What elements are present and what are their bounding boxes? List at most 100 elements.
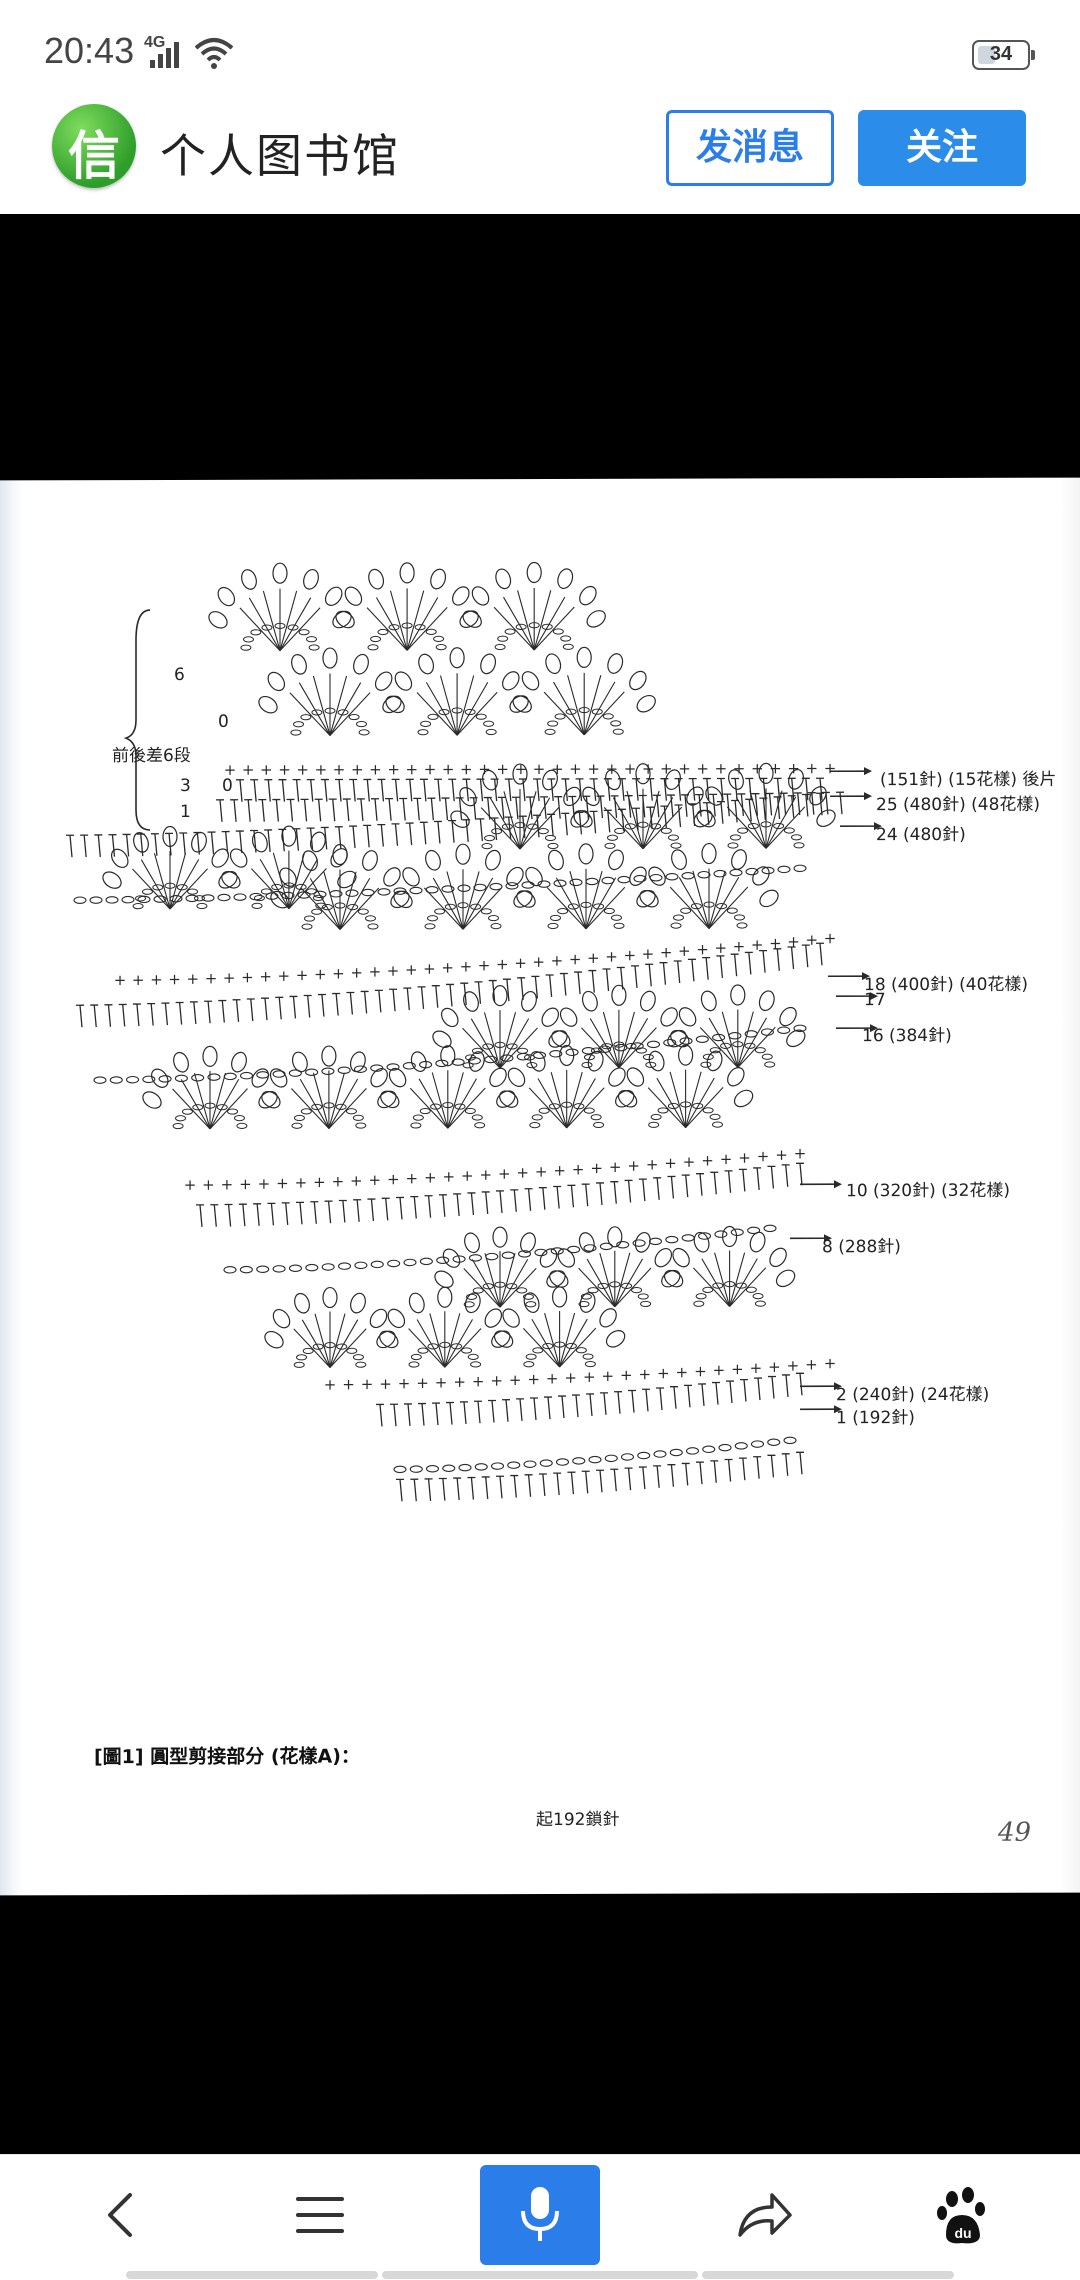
voice-input-button[interactable] <box>480 2165 600 2265</box>
svg-text:+: + <box>405 961 418 979</box>
send-message-button[interactable]: 发消息 <box>666 110 834 186</box>
left-row-label: 3 <box>180 775 191 796</box>
svg-text:+: + <box>479 1166 492 1184</box>
svg-text:+: + <box>515 760 528 778</box>
svg-text:+: + <box>696 760 709 778</box>
svg-text:+: + <box>806 759 819 777</box>
svg-text:+: + <box>720 1150 733 1168</box>
svg-text:+: + <box>627 1157 640 1175</box>
right-row-label: 10 (320針) (32花樣) <box>846 1180 1011 1202</box>
svg-text:+: + <box>423 960 436 978</box>
logo-glyph: 信 <box>67 127 120 187</box>
svg-text:+: + <box>369 963 382 981</box>
svg-text:+: + <box>624 760 637 778</box>
menu-button[interactable] <box>260 2165 380 2265</box>
svg-text:+: + <box>535 1163 548 1181</box>
svg-text:+: + <box>442 760 455 778</box>
svg-text:+: + <box>715 760 728 778</box>
svg-text:+: + <box>333 761 346 779</box>
svg-text:+: + <box>769 759 782 777</box>
svg-text:+: + <box>660 760 673 778</box>
svg-text:+: + <box>490 1372 503 1390</box>
svg-text:+: + <box>184 1176 197 1194</box>
svg-text:+: + <box>546 1369 559 1387</box>
svg-text:+: + <box>701 1151 714 1169</box>
svg-text:+: + <box>361 1375 374 1393</box>
svg-text:+: + <box>406 760 419 778</box>
svg-text:+: + <box>187 970 200 988</box>
status-time: 20:43 <box>44 30 135 71</box>
page-number: 49 <box>998 1817 1032 1848</box>
svg-text:+: + <box>587 760 600 778</box>
left-row-label: 0 <box>218 711 229 732</box>
baidu-paw-icon: du <box>937 2187 985 2244</box>
svg-text:+: + <box>509 1371 522 1389</box>
svg-text:+: + <box>642 945 655 963</box>
left-row-label: 0 <box>222 775 233 796</box>
svg-text:+: + <box>342 1375 355 1393</box>
home-indicator <box>126 2271 954 2279</box>
svg-text:+: + <box>551 760 564 778</box>
svg-text:+: + <box>775 1146 788 1164</box>
follow-button[interactable]: 关注 <box>858 110 1026 186</box>
svg-text:+: + <box>132 971 145 989</box>
svg-text:+: + <box>660 943 673 961</box>
share-button[interactable] <box>702 2165 822 2265</box>
right-row-label: 16 (384針) <box>862 1025 952 1047</box>
svg-text:+: + <box>296 761 309 779</box>
svg-text:+: + <box>460 958 473 976</box>
svg-text:+: + <box>551 952 564 970</box>
svg-text:+: + <box>664 1154 677 1172</box>
svg-text:+: + <box>639 1365 652 1383</box>
battery-percent: 34 <box>989 43 1013 65</box>
app-title[interactable]: 个人图书馆 <box>160 129 400 183</box>
svg-text:+: + <box>332 1172 345 1190</box>
svg-text:+: + <box>533 760 546 778</box>
svg-text:+: + <box>496 760 509 778</box>
svg-text:+: + <box>241 968 254 986</box>
foundation-chain-note: 起192鎖針 <box>536 1809 620 1831</box>
battery-icon: 34 <box>972 40 1030 70</box>
svg-text:+: + <box>276 1174 289 1192</box>
wifi-icon <box>192 36 236 74</box>
svg-text:+: + <box>453 1373 466 1391</box>
svg-text:+: + <box>460 760 473 778</box>
left-row-label: 6 <box>174 664 185 685</box>
svg-text:+: + <box>569 950 582 968</box>
svg-text:+: + <box>738 1149 751 1167</box>
svg-text:+: + <box>259 968 272 986</box>
svg-text:+: + <box>472 1372 485 1390</box>
svg-text:+: + <box>351 760 364 778</box>
svg-text:+: + <box>824 759 837 777</box>
image-viewer[interactable]: + + + + + + + + + + + + + + + + + + + + + + + + + + + + + + + + + + + + + + + +… <box>0 214 1080 2154</box>
svg-text:+: + <box>168 970 181 988</box>
svg-text:+: + <box>435 1373 448 1391</box>
status-bar: 20:43 4G 34 <box>0 0 1080 100</box>
svg-text:+: + <box>642 760 655 778</box>
baidu-button[interactable]: du <box>904 2165 1024 2265</box>
back-button[interactable] <box>62 2165 182 2265</box>
microphone-icon <box>521 2187 559 2241</box>
svg-text:+: + <box>387 760 400 778</box>
svg-text:+: + <box>379 1375 392 1393</box>
app-header: 信 个人图书馆 发消息 关注 <box>0 100 1080 214</box>
right-row-label: 1 (192針) <box>836 1408 915 1429</box>
svg-text:+: + <box>646 1155 659 1173</box>
svg-text:+: + <box>678 942 691 960</box>
svg-text:+: + <box>278 761 291 779</box>
svg-text:+: + <box>332 964 345 982</box>
svg-text:+: + <box>676 1363 689 1381</box>
svg-text:+: + <box>623 946 636 964</box>
svg-text:+: + <box>514 954 527 972</box>
svg-text:+: + <box>751 936 764 954</box>
svg-text:+: + <box>398 1374 411 1392</box>
svg-text:+: + <box>587 949 600 967</box>
right-row-label: 25 (480針) (48花樣) <box>876 794 1041 816</box>
svg-text:+: + <box>296 966 309 984</box>
figure-caption: [圖1] 圓型剪接部分 (花樣A)： <box>94 1745 360 1769</box>
svg-text:+: + <box>387 1170 400 1188</box>
svg-text:+: + <box>498 1165 511 1183</box>
svg-text:+: + <box>683 1153 696 1171</box>
crochet-chart-image[interactable]: + + + + + + + + + + + + + + + + + + + + + + + + + + + + + + + + + + + + + + + +… <box>0 477 1080 1896</box>
app-logo[interactable]: 信 <box>52 104 136 188</box>
